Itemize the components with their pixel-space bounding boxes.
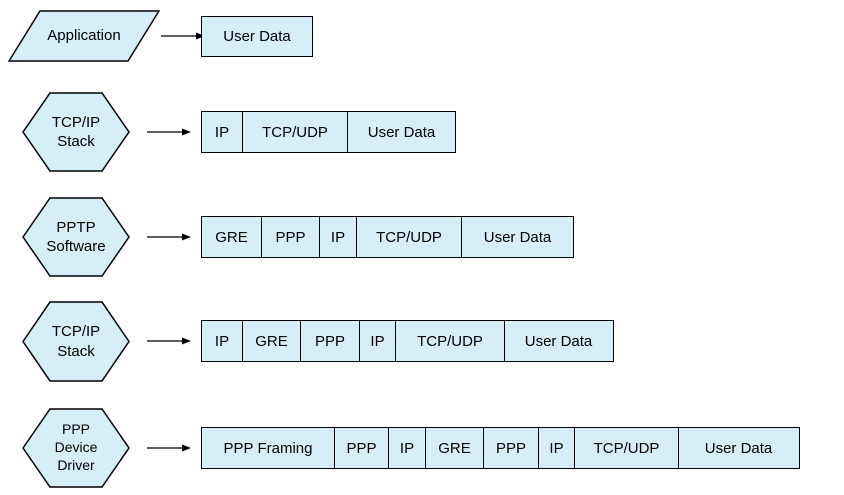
packet-box: PPP <box>260 216 321 258</box>
shape-label-tcpip-stack-1: TCP/IP Stack <box>51 113 101 150</box>
packet-strip-tcpip-2: IP GRE PPP IP TCP/UDP User Data <box>201 320 614 362</box>
packet-box: IP <box>358 320 397 362</box>
flow-arrow <box>147 233 191 241</box>
shape-label-application: Application <box>47 27 121 45</box>
packet-box: TCP/UDP <box>355 216 463 258</box>
packet-box: TCP/UDP <box>574 427 679 469</box>
packet-box: User Data <box>503 320 614 362</box>
packet-strip-application: User Data <box>201 16 313 57</box>
packet-box: GRE <box>201 216 262 258</box>
shape-tcpip-stack-1: TCP/IP Stack <box>22 92 130 172</box>
packet-box: PPP <box>333 427 390 469</box>
packet-box: TCP/UDP <box>395 320 505 362</box>
shape-label-ppp-device-driver: PPP Device Driver <box>54 421 98 473</box>
shape-ppp-device-driver: PPP Device Driver <box>22 408 130 488</box>
packet-box: PPP Framing <box>201 427 335 469</box>
packet-strip-ppp-driver: PPP Framing PPP IP GRE PPP IP TCP/UDP Us… <box>201 427 800 469</box>
flow-arrow <box>161 32 205 40</box>
shape-label-tcpip-stack-2: TCP/IP Stack <box>51 323 101 360</box>
hexagon-icon <box>22 301 130 382</box>
packet-box: GRE <box>424 427 485 469</box>
packet-box: User Data <box>461 216 574 258</box>
parallelogram-icon <box>8 10 160 62</box>
packet-box: User Data <box>677 427 800 469</box>
packet-box: IP <box>388 427 426 469</box>
packet-box: TCP/UDP <box>241 111 349 153</box>
hexagon-icon <box>22 408 130 488</box>
hexagon-icon <box>22 92 130 172</box>
packet-box: IP <box>537 427 576 469</box>
packet-box: GRE <box>241 320 302 362</box>
shape-label-pptp-software: PPTP Software <box>46 218 106 255</box>
packet-strip-pptp: GRE PPP IP TCP/UDP User Data <box>201 216 574 258</box>
packet-strip-tcpip-1: IP TCP/UDP User Data <box>201 111 456 153</box>
packet-box: PPP <box>300 320 360 362</box>
flow-arrow <box>147 337 191 345</box>
shape-tcpip-stack-2: TCP/IP Stack <box>22 301 130 382</box>
flow-arrow <box>147 128 191 136</box>
shape-application: Application <box>8 10 160 62</box>
flow-arrow <box>147 444 191 452</box>
packet-box: User Data <box>201 16 313 57</box>
shape-pptp-software: PPTP Software <box>22 197 130 277</box>
packet-box: IP <box>201 320 243 362</box>
packet-box: IP <box>201 111 243 153</box>
packet-box: User Data <box>347 111 456 153</box>
packet-box: IP <box>319 216 357 258</box>
packet-box: PPP <box>483 427 539 469</box>
hexagon-icon <box>22 197 130 277</box>
